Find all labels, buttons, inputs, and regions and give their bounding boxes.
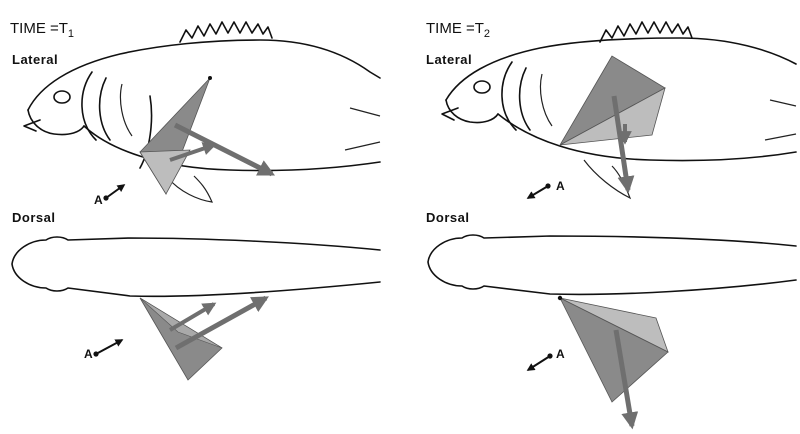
fish-dorsal-outline-t1 [12,237,380,296]
point-a-label-lateral-t1: A [94,193,103,207]
vector-a-dorsal-t2 [528,356,550,370]
pectoral-fin-dorsal-t2 [558,296,668,426]
pectoral-fin-dorsal-t1 [140,298,266,380]
vector-a-dorsal-t1 [96,340,122,354]
time-label-t2: TIME =T2 [426,20,490,40]
time-label-t1: TIME =T1 [10,20,74,40]
lateral-label-t2: Lateral [426,52,472,67]
vector-a-lateral-t1 [106,185,124,198]
lateral-label-t1: Lateral [12,52,58,67]
pectoral-fin-lateral-t2 [560,56,665,190]
fish-lateral-outline-t1 [24,22,380,202]
pectoral-fin-lateral-t1 [140,76,272,194]
panel-t1: TIME =T1 Lateral A [10,20,380,380]
fish-dorsal-outline-t2 [428,235,796,294]
vector-a-lateral-t2 [528,186,548,198]
dorsal-label-t2: Dorsal [426,210,469,225]
panel-t2: TIME =T2 Lateral A Dorsal [426,20,796,426]
dorsal-label-t1: Dorsal [12,210,55,225]
point-a-label-dorsal-t1: A [84,347,93,361]
point-a-label-dorsal-t2: A [556,347,565,361]
point-a-label-lateral-t2: A [556,179,565,193]
